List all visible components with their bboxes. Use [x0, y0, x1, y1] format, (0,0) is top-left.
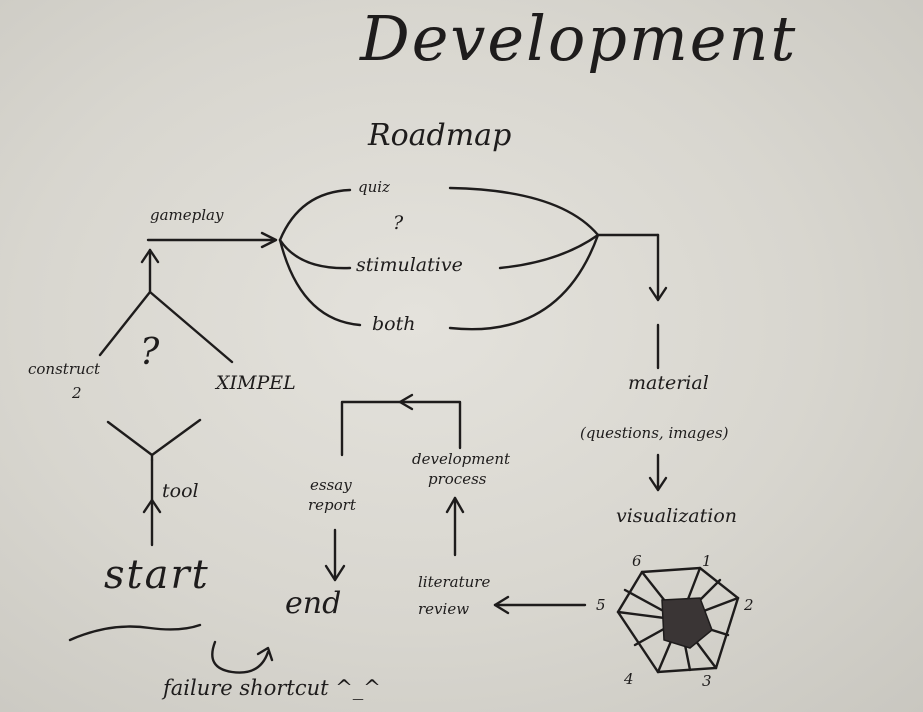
node-failure-shortcut: failure shortcut ^_^ — [163, 676, 381, 700]
arrow-to-end — [324, 564, 346, 582]
node-both: both — [372, 313, 416, 335]
node-question-top: ? — [393, 212, 404, 234]
page-subtitle: Roadmap — [368, 118, 512, 153]
node-material: material — [628, 372, 709, 394]
node-visualization: visualization — [616, 505, 738, 527]
node-development: development — [412, 450, 511, 468]
vis-label-5: 5 — [596, 596, 606, 614]
vis-label-3: 3 — [702, 672, 712, 690]
node-literature: literature — [418, 573, 491, 591]
node-construct: construct — [28, 360, 101, 378]
line-bracket-essay-dev — [340, 400, 462, 457]
shortcut-arrowhead — [256, 646, 274, 662]
node-process: process — [428, 470, 487, 488]
arrow-bracket — [398, 393, 414, 411]
arrow-up-tool — [142, 498, 162, 514]
vis-label-1: 1 — [702, 552, 712, 570]
arrow-to-visualization — [648, 476, 668, 492]
node-gameplay: gameplay — [150, 206, 224, 224]
node-ximpel: XIMPEL — [216, 372, 296, 394]
arrow-up-dev — [445, 496, 465, 514]
node-quiz: quiz — [358, 178, 390, 196]
visualization-sketch — [616, 566, 740, 674]
vis-label-4: 4 — [624, 670, 634, 688]
page-title: Development — [360, 2, 798, 75]
arrow-gameplay — [260, 231, 278, 249]
start-underline — [68, 623, 202, 642]
line-stimulative-merge — [498, 233, 600, 270]
line-options-merge — [98, 290, 234, 364]
node-construct-num: 2 — [72, 384, 82, 402]
node-report: report — [308, 496, 356, 514]
arrow-up-gameplay — [140, 248, 160, 264]
line-quiz-merge — [448, 186, 600, 237]
node-question-left: ? — [140, 332, 160, 373]
node-review: review — [418, 600, 470, 618]
line-split-stimulative — [278, 238, 352, 270]
arrow-to-material — [648, 286, 668, 302]
arrow-to-literature — [493, 595, 510, 615]
line-both-merge — [448, 233, 600, 331]
node-start: start — [104, 552, 210, 598]
node-tool: tool — [162, 480, 199, 502]
node-end: end — [285, 586, 342, 621]
node-stimulative: stimulative — [356, 254, 463, 276]
node-material-detail: (questions, images) — [580, 424, 729, 442]
shortcut-curve — [211, 640, 270, 674]
node-essay: essay — [310, 476, 352, 494]
line-split-both — [278, 238, 362, 327]
vis-label-6: 6 — [632, 552, 642, 570]
line-split-quiz — [278, 188, 352, 242]
line-y-split — [106, 418, 202, 457]
vis-label-2: 2 — [744, 596, 754, 614]
